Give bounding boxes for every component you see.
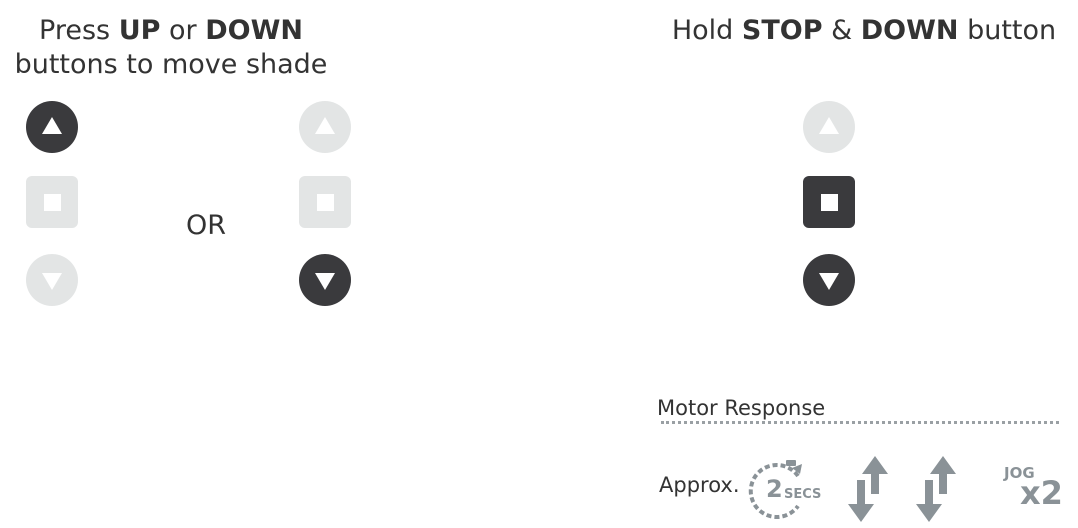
jog-icon: JOG x2	[1002, 462, 1068, 516]
left-heading-line2: buttons to move shade	[14, 49, 328, 80]
option-a-stop-button[interactable]	[26, 176, 78, 228]
up-arrow-icon	[42, 117, 62, 134]
up-down-arrows-icon	[914, 456, 958, 522]
right-heading: Hold STOP & DOWN button	[671, 15, 1057, 46]
option-b-up-button[interactable]	[299, 101, 351, 153]
stop-square-icon	[43, 193, 61, 211]
or-separator: OR	[186, 210, 227, 241]
option-a-up-button[interactable]	[26, 101, 78, 153]
right-up-button[interactable]	[803, 101, 855, 153]
dotted-divider	[661, 421, 1059, 424]
left-heading-line1: Press UP or DOWN	[39, 15, 303, 46]
timer-icon: 2 SECS	[746, 458, 826, 520]
option-b-stop-button[interactable]	[299, 176, 351, 228]
timer-value: 2	[766, 475, 783, 503]
option-a-down-button[interactable]	[26, 254, 78, 306]
down-arrow-icon	[819, 273, 839, 290]
left-heading: Press UP or DOWN buttons to move shade	[10, 14, 332, 82]
up-arrow-icon	[819, 117, 839, 134]
timer-graphic	[748, 460, 802, 519]
up-arrow-icon	[315, 117, 335, 134]
up-down-arrows-icon	[846, 456, 890, 522]
right-stop-button[interactable]	[803, 176, 855, 228]
right-down-button[interactable]	[803, 254, 855, 306]
down-arrow-icon	[315, 273, 335, 290]
option-b-down-button[interactable]	[299, 254, 351, 306]
motor-response-label: Motor Response	[657, 396, 826, 420]
down-arrow-icon	[42, 273, 62, 290]
stop-square-icon	[820, 193, 838, 211]
jog-label: JOG	[1004, 464, 1035, 482]
timer-unit: SECS	[784, 487, 822, 502]
jog-count: x2	[1020, 474, 1063, 512]
stop-square-icon	[316, 193, 334, 211]
approx-label: Approx.	[659, 473, 740, 497]
